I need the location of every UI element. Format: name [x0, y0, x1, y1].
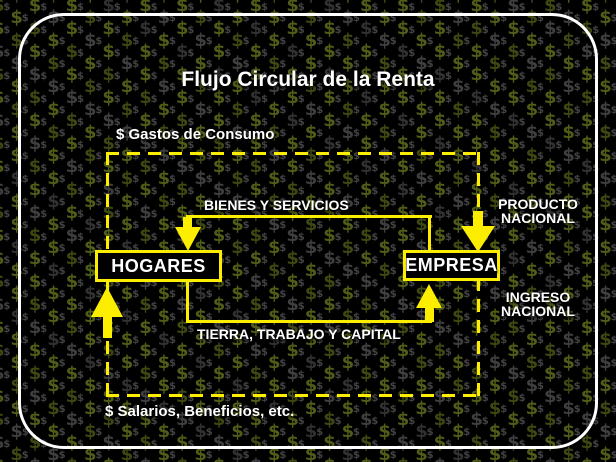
- consumption-arrow-tail: [473, 211, 483, 228]
- diagram-title: Flujo Circular de la Renta: [181, 68, 435, 91]
- real-flow-line-right: [428, 215, 431, 253]
- consumption-arrow-down-icon: [461, 226, 495, 252]
- real-flow-line-bottom: [186, 320, 432, 323]
- firms-box: EMPRESA: [403, 250, 500, 281]
- factors-label: TIERRA, TRABAJO Y CAPITAL: [197, 326, 401, 342]
- producto-nacional-label: PRODUCTO NACIONAL: [498, 196, 578, 226]
- goods-services-label: BIENES Y SERVICIOS: [204, 197, 349, 213]
- households-label: HOGARES: [111, 255, 206, 276]
- slide-frame-border: [18, 13, 598, 449]
- factor-payments-label: $ Salarios, Beneficios, etc.: [105, 403, 295, 420]
- real-flow-line-top: [186, 215, 432, 218]
- goods-services-arrow-down-icon: [175, 227, 201, 251]
- income-arrow-tail: [103, 315, 112, 338]
- money-loop-dashed-bottom: [106, 394, 480, 397]
- households-box: HOGARES: [95, 250, 222, 282]
- money-loop-dashed-top: [106, 152, 480, 155]
- firms-label: EMPRESA: [405, 255, 498, 275]
- ingreso-nacional-label: INGRESO NACIONAL: [501, 289, 575, 319]
- income-arrow-up-icon: [91, 287, 123, 317]
- goods-services-arrow-tail: [183, 217, 192, 229]
- factors-arrow-up-icon: [416, 284, 442, 308]
- factors-arrow-tail: [425, 306, 434, 322]
- real-flow-line-left: [186, 281, 189, 323]
- consumption-spending-label: $ Gastos de Consumo: [116, 126, 275, 143]
